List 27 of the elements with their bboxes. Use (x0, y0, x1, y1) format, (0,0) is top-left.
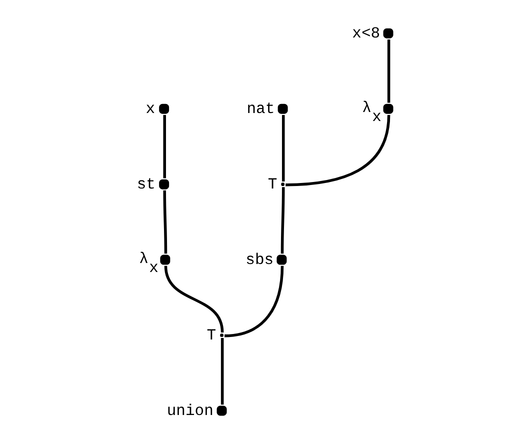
connector (280, 187, 284, 254)
node-circle (158, 179, 169, 190)
node-label: sbs (245, 250, 274, 269)
connector (162, 114, 166, 178)
connector (164, 266, 224, 333)
node-label: x<8 (352, 24, 380, 42)
node-point (220, 334, 223, 337)
connector (281, 114, 284, 182)
node-circle (160, 254, 170, 265)
node-circle (276, 254, 286, 265)
node-circle (382, 104, 393, 114)
node-point (280, 182, 284, 186)
connector (386, 39, 390, 103)
node-label: st (136, 175, 155, 194)
node-circle (382, 28, 393, 38)
connector (285, 114, 390, 186)
node-label: T (206, 326, 216, 344)
node-label: T (267, 175, 277, 194)
node-circle (277, 104, 288, 114)
node-circle (216, 406, 226, 416)
node-label: union (166, 402, 213, 420)
node-circle (158, 104, 169, 114)
node-label: x (145, 100, 155, 118)
connector (220, 338, 224, 405)
node-label: nat (246, 100, 274, 118)
connector (162, 190, 167, 254)
connector (224, 266, 284, 338)
